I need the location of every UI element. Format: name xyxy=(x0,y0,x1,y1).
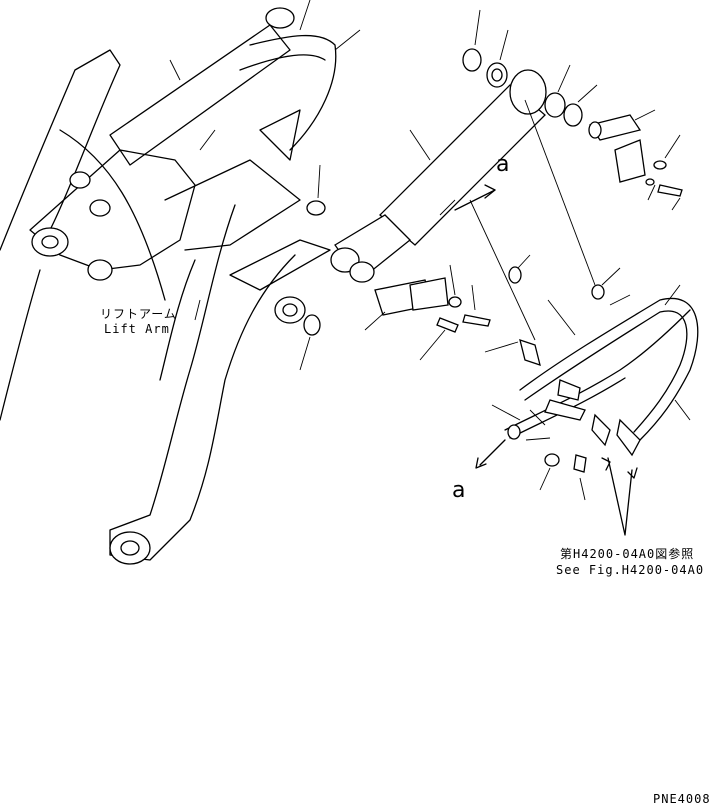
lift-arm-leader xyxy=(194,299,201,321)
pin-assembly-lower xyxy=(274,164,491,371)
upper-cylinder xyxy=(109,0,361,166)
lift-arm-label-jp: リフトアーム xyxy=(100,307,177,321)
see-fig-label-jp: 第H4200-04A0図参照 xyxy=(560,547,695,561)
hose-assembly xyxy=(469,99,699,536)
callout-a-top: a xyxy=(496,152,510,177)
pin-assembly-upper xyxy=(462,9,683,211)
lift-cylinder xyxy=(330,69,547,283)
callout-a-bottom: a xyxy=(452,478,466,503)
lift-arm xyxy=(0,49,331,565)
lift-arm-label-en: Lift Arm xyxy=(104,322,170,336)
page-code: PNE4008 xyxy=(653,792,711,806)
see-fig-label-en: See Fig.H4200-04A0 xyxy=(556,563,705,577)
